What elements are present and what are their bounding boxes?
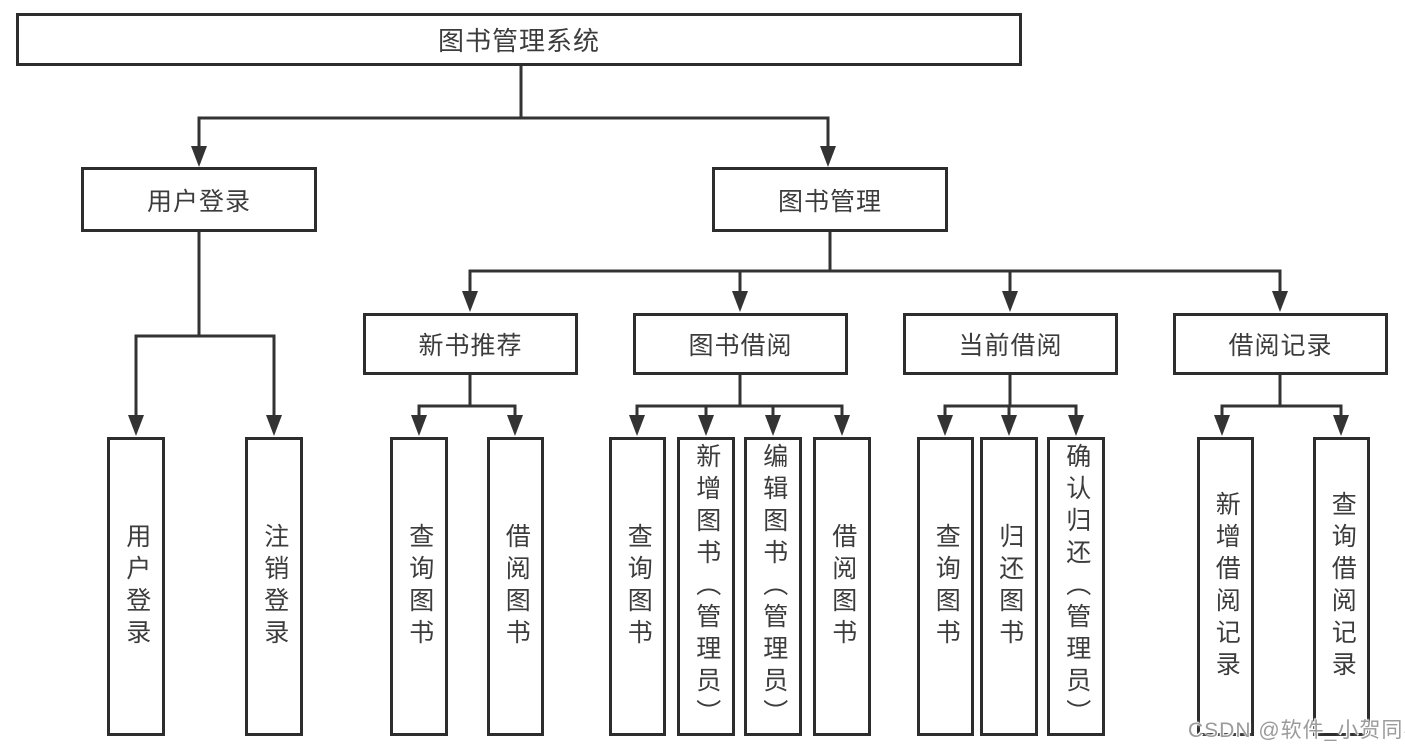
leaf-query-books-bb: 查询图书 [609,437,666,736]
leaf-return-books: 归还图书 [980,437,1038,736]
arrow-icon [266,415,282,436]
arrow-icon [1272,291,1288,312]
connector-new-book [417,375,517,424]
leaf-add-books-admin: 新增图书（管理员） [677,437,735,736]
leaf-logout: 注销登录 [245,437,303,736]
node-user-login: 用户登录 [81,167,317,232]
connector-book-mgmt [468,232,1282,300]
arrow-icon [411,415,427,436]
leaf-query-books-rec: 查询图书 [390,437,448,736]
connector-current-borrow [943,375,1078,424]
node-book-borrowing: 图书借阅 [633,313,848,375]
leaf-borrow-books-rec: 借阅图书 [487,437,544,736]
leaf-borrow-books-bb: 借阅图书 [813,437,871,736]
leaf-query-borrow-record: 查询借阅记录 [1313,437,1370,736]
node-book-management: 图书管理 [712,167,948,232]
csdn-watermark: CSDN @软件_小贺同学 [1188,719,1405,742]
arrow-icon [834,415,850,436]
connector-user-login [134,232,276,424]
connector-root [197,66,830,150]
arrow-icon [462,291,478,312]
leaf-user-login: 用户登录 [107,437,165,736]
arrow-icon [1002,291,1018,312]
connector-book-borrow [635,375,844,424]
arrow-icon [698,415,714,436]
arrow-icon [765,415,781,436]
leaf-edit-books-admin: 编辑图书（管理员） [744,437,802,736]
arrow-icon [1333,415,1349,436]
node-new-book-recommend: 新书推荐 [363,313,578,375]
arrow-icon [937,415,953,436]
arrow-icon [128,415,144,436]
arrow-icon [1068,415,1084,436]
node-borrowing-records: 借阅记录 [1173,313,1388,375]
leaf-add-borrow-record: 新增借阅记录 [1197,437,1254,736]
leaf-query-books-cb: 查询图书 [917,437,974,736]
connector-borrow-record [1220,375,1343,424]
leaf-confirm-return-admin: 确认归还（管理员） [1047,437,1105,736]
node-current-borrowing: 当前借阅 [903,313,1118,375]
node-library-system: 图书管理系统 [16,13,1022,66]
arrow-icon [820,146,836,167]
arrow-icon [1001,415,1017,436]
arrow-icon [732,291,748,312]
arrow-icon [1214,415,1230,436]
arrow-icon [191,146,207,167]
arrow-icon [629,415,645,436]
arrow-icon [507,415,523,436]
